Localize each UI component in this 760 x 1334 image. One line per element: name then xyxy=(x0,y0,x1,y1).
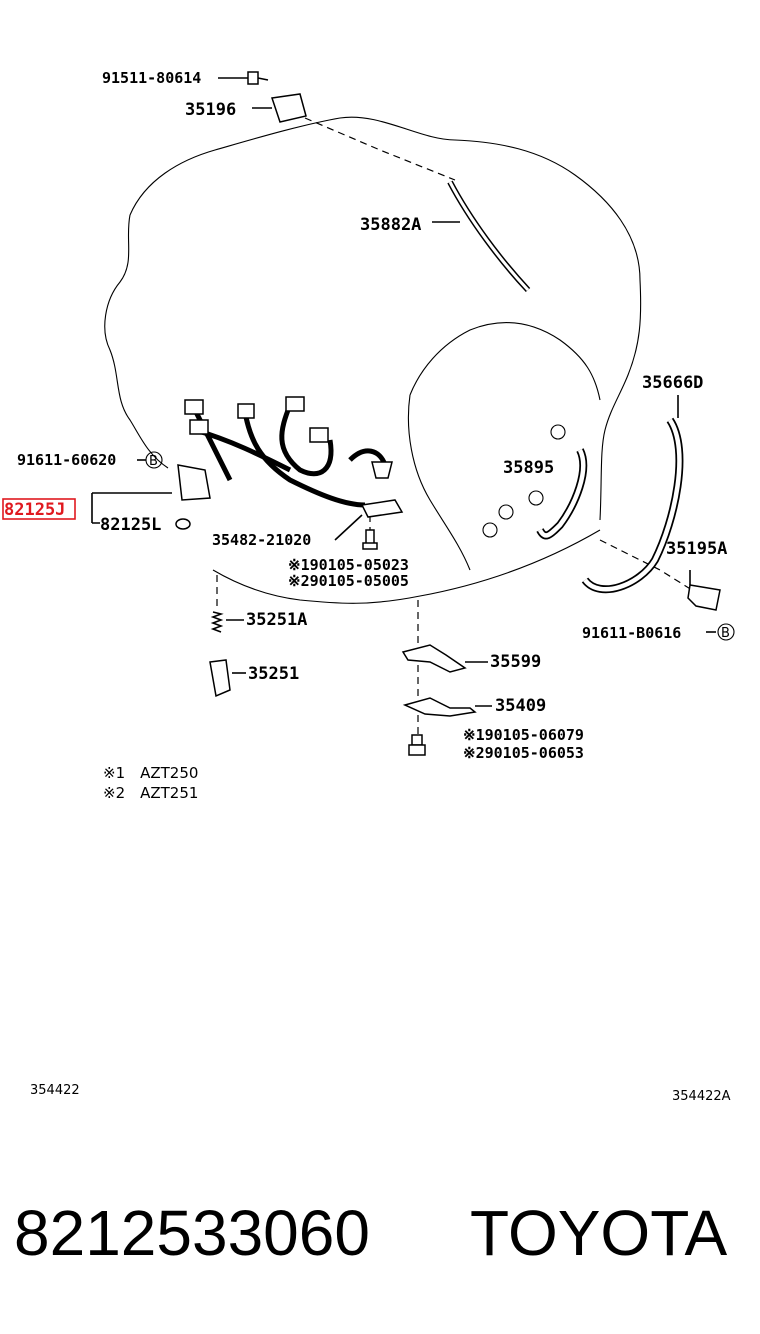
label-90105-05023[interactable]: ※190105-05023 xyxy=(288,556,409,574)
sensor-35599 xyxy=(401,644,467,673)
wire-harness xyxy=(184,396,393,508)
label-90105-06079[interactable]: ※190105-06079 xyxy=(463,726,584,744)
connector-82125J xyxy=(177,464,211,501)
hose-35666D xyxy=(581,417,684,594)
sensor-35409 xyxy=(402,697,477,717)
label-91611-60620[interactable]: 91611-60620 xyxy=(17,451,116,469)
label-90105-06053[interactable]: ※290105-06053 xyxy=(463,744,584,762)
callout-bracket xyxy=(91,492,100,524)
svg-text:B: B xyxy=(721,626,730,641)
label-91611-B0616[interactable]: 91611-B0616 xyxy=(582,624,681,642)
dash-35195A xyxy=(599,539,701,596)
clip-82125L xyxy=(175,518,191,530)
b-marker-right: B xyxy=(717,623,735,641)
bolt-91511 xyxy=(247,71,269,85)
ref-left: 354422 xyxy=(30,1083,80,1098)
bolt-90105-06079 xyxy=(408,734,426,756)
hose-35882A xyxy=(447,180,531,293)
bolt-90105-05023 xyxy=(362,529,378,550)
note-2: ※2 AZT251 xyxy=(103,784,198,802)
footer-part-number: 8212533060 xyxy=(14,1197,370,1269)
label-35482-21020[interactable]: 35482-21020 xyxy=(212,531,311,549)
label-35196[interactable]: 35196 xyxy=(185,100,236,120)
bracket-35196 xyxy=(271,93,307,123)
label-35599[interactable]: 35599 xyxy=(490,652,541,672)
dash-35196 xyxy=(304,117,456,181)
label-35409[interactable]: 35409 xyxy=(495,696,546,716)
label-90105-05005[interactable]: ※290105-05005 xyxy=(288,572,409,590)
label-35882A[interactable]: 35882A xyxy=(360,215,421,235)
label-91511-80614[interactable]: 91511-80614 xyxy=(102,69,201,87)
b-marker-left: B xyxy=(145,451,163,469)
label-82125J[interactable]: 82125J xyxy=(4,500,65,520)
bracket-35195A xyxy=(687,584,721,611)
label-35251A[interactable]: 35251A xyxy=(246,610,307,630)
highlight-box xyxy=(2,498,76,520)
transaxle-housing-outline xyxy=(104,116,642,604)
label-35895[interactable]: 35895 xyxy=(503,458,554,478)
clamp-35482 xyxy=(360,499,404,518)
spring-35251A xyxy=(210,611,224,633)
footer-brand: TOYOTA xyxy=(470,1197,728,1269)
label-35251[interactable]: 35251 xyxy=(248,664,299,684)
housing-inner-line xyxy=(407,394,471,571)
label-35666D[interactable]: 35666D xyxy=(642,373,703,393)
note-1: ※1 AZT250 xyxy=(103,764,198,782)
label-82125L[interactable]: 82125L xyxy=(100,515,161,535)
label-35195A[interactable]: 35195A xyxy=(666,539,727,559)
svg-text:B: B xyxy=(149,454,158,469)
valve-35251 xyxy=(209,659,231,698)
ref-right: 354422A xyxy=(672,1089,731,1104)
